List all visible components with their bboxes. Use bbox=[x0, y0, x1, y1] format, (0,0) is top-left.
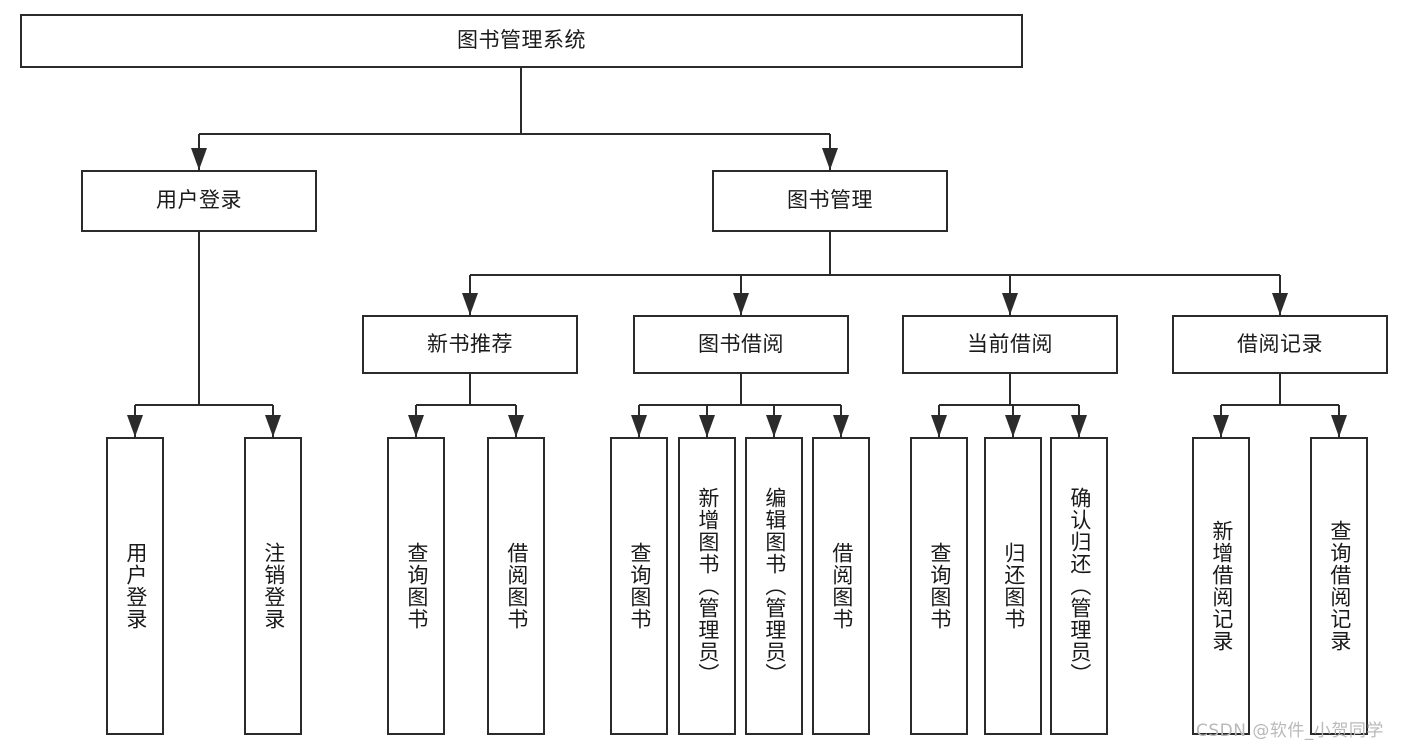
node-label-book-admin: 图书管理 bbox=[787, 188, 873, 213]
node-leaf-cur-return-book[interactable]: 归还图书 bbox=[984, 437, 1042, 735]
node-book-admin[interactable]: 图书管理 bbox=[712, 170, 948, 232]
arrowhead-bookadmin-to-level2-1 bbox=[733, 293, 749, 315]
arrowhead-bookadmin-to-level2-0 bbox=[462, 293, 478, 315]
node-label-leaf-cur-return-book: 归还图书 bbox=[1001, 542, 1026, 630]
node-leaf-logout[interactable]: 注销登录 bbox=[244, 437, 302, 735]
arrowhead-currentborrow-to-leaves-0 bbox=[931, 415, 947, 437]
arrowhead-borrowrecord-to-leaves-0 bbox=[1213, 415, 1229, 437]
node-leaf-borrow-add-book[interactable]: 新增图书（管理员） bbox=[678, 437, 736, 735]
node-leaf-borrow-borrow-book[interactable]: 借阅图书 bbox=[812, 437, 870, 735]
node-new-book-rec[interactable]: 新书推荐 bbox=[362, 315, 578, 374]
node-leaf-cur-query-book[interactable]: 查询图书 bbox=[910, 437, 968, 735]
node-leaf-rec-add-record[interactable]: 新增借阅记录 bbox=[1192, 437, 1250, 735]
arrowhead-borrowrecord-to-leaves-1 bbox=[1331, 415, 1347, 437]
arrowhead-currentborrow-to-leaves-2 bbox=[1071, 415, 1087, 437]
node-label-leaf-user-login: 用户登录 bbox=[123, 542, 148, 630]
node-label-leaf-cur-confirm-return: 确认归还（管理员） bbox=[1067, 487, 1092, 685]
arrowhead-root-to-level1-1 bbox=[822, 148, 838, 170]
node-leaf-borrow-query-book[interactable]: 查询图书 bbox=[610, 437, 668, 735]
node-label-leaf-borrow-query-book: 查询图书 bbox=[627, 542, 652, 630]
arrowhead-bookadmin-to-level2-3 bbox=[1272, 293, 1288, 315]
arrowhead-userlogin-to-leaves-0 bbox=[127, 415, 143, 437]
node-current-borrow[interactable]: 当前借阅 bbox=[902, 315, 1118, 374]
node-label-leaf-logout: 注销登录 bbox=[261, 542, 286, 630]
arrowhead-bookadmin-to-level2-2 bbox=[1002, 293, 1018, 315]
arrowhead-userlogin-to-leaves-1 bbox=[265, 415, 281, 437]
arrowhead-bookborrow-to-leaves-2 bbox=[766, 415, 782, 437]
node-label-leaf-rec-add-record: 新增借阅记录 bbox=[1209, 520, 1234, 652]
arrowhead-bookborrow-to-leaves-3 bbox=[833, 415, 849, 437]
node-user-login[interactable]: 用户登录 bbox=[81, 170, 317, 232]
node-borrow-record[interactable]: 借阅记录 bbox=[1172, 315, 1388, 374]
node-label-current-borrow: 当前借阅 bbox=[967, 331, 1053, 356]
arrowhead-bookborrow-to-leaves-0 bbox=[631, 415, 647, 437]
node-label-root: 图书管理系统 bbox=[457, 28, 586, 53]
node-label-leaf-cur-query-book: 查询图书 bbox=[927, 542, 952, 630]
node-leaf-user-login[interactable]: 用户登录 bbox=[106, 437, 164, 735]
node-leaf-rec-query-book[interactable]: 查询图书 bbox=[387, 437, 445, 735]
node-leaf-rec-borrow-book[interactable]: 借阅图书 bbox=[487, 437, 545, 735]
node-label-leaf-rec-query-record: 查询借阅记录 bbox=[1327, 520, 1352, 652]
arrowhead-newbookrec-to-leaves-0 bbox=[408, 415, 424, 437]
node-root[interactable]: 图书管理系统 bbox=[20, 14, 1023, 68]
node-label-leaf-rec-query-book: 查询图书 bbox=[404, 542, 429, 630]
node-leaf-cur-confirm-return[interactable]: 确认归还（管理员） bbox=[1050, 437, 1108, 735]
node-label-leaf-rec-borrow-book: 借阅图书 bbox=[504, 542, 529, 630]
node-label-book-borrow: 图书借阅 bbox=[698, 331, 784, 356]
node-leaf-borrow-edit-book[interactable]: 编辑图书（管理员） bbox=[745, 437, 803, 735]
node-label-borrow-record: 借阅记录 bbox=[1237, 331, 1323, 356]
node-label-leaf-borrow-edit-book: 编辑图书（管理员） bbox=[762, 487, 787, 685]
node-label-leaf-borrow-add-book: 新增图书（管理员） bbox=[695, 487, 720, 685]
node-label-user-login: 用户登录 bbox=[156, 188, 242, 213]
node-book-borrow[interactable]: 图书借阅 bbox=[633, 315, 849, 374]
arrowhead-bookborrow-to-leaves-1 bbox=[699, 415, 715, 437]
arrowhead-newbookrec-to-leaves-1 bbox=[508, 415, 524, 437]
arrowhead-root-to-level1-0 bbox=[191, 148, 207, 170]
node-leaf-rec-query-record[interactable]: 查询借阅记录 bbox=[1310, 437, 1368, 735]
node-label-new-book-rec: 新书推荐 bbox=[427, 331, 513, 356]
node-label-leaf-borrow-borrow-book: 借阅图书 bbox=[829, 542, 854, 630]
arrowhead-currentborrow-to-leaves-1 bbox=[1005, 415, 1021, 437]
